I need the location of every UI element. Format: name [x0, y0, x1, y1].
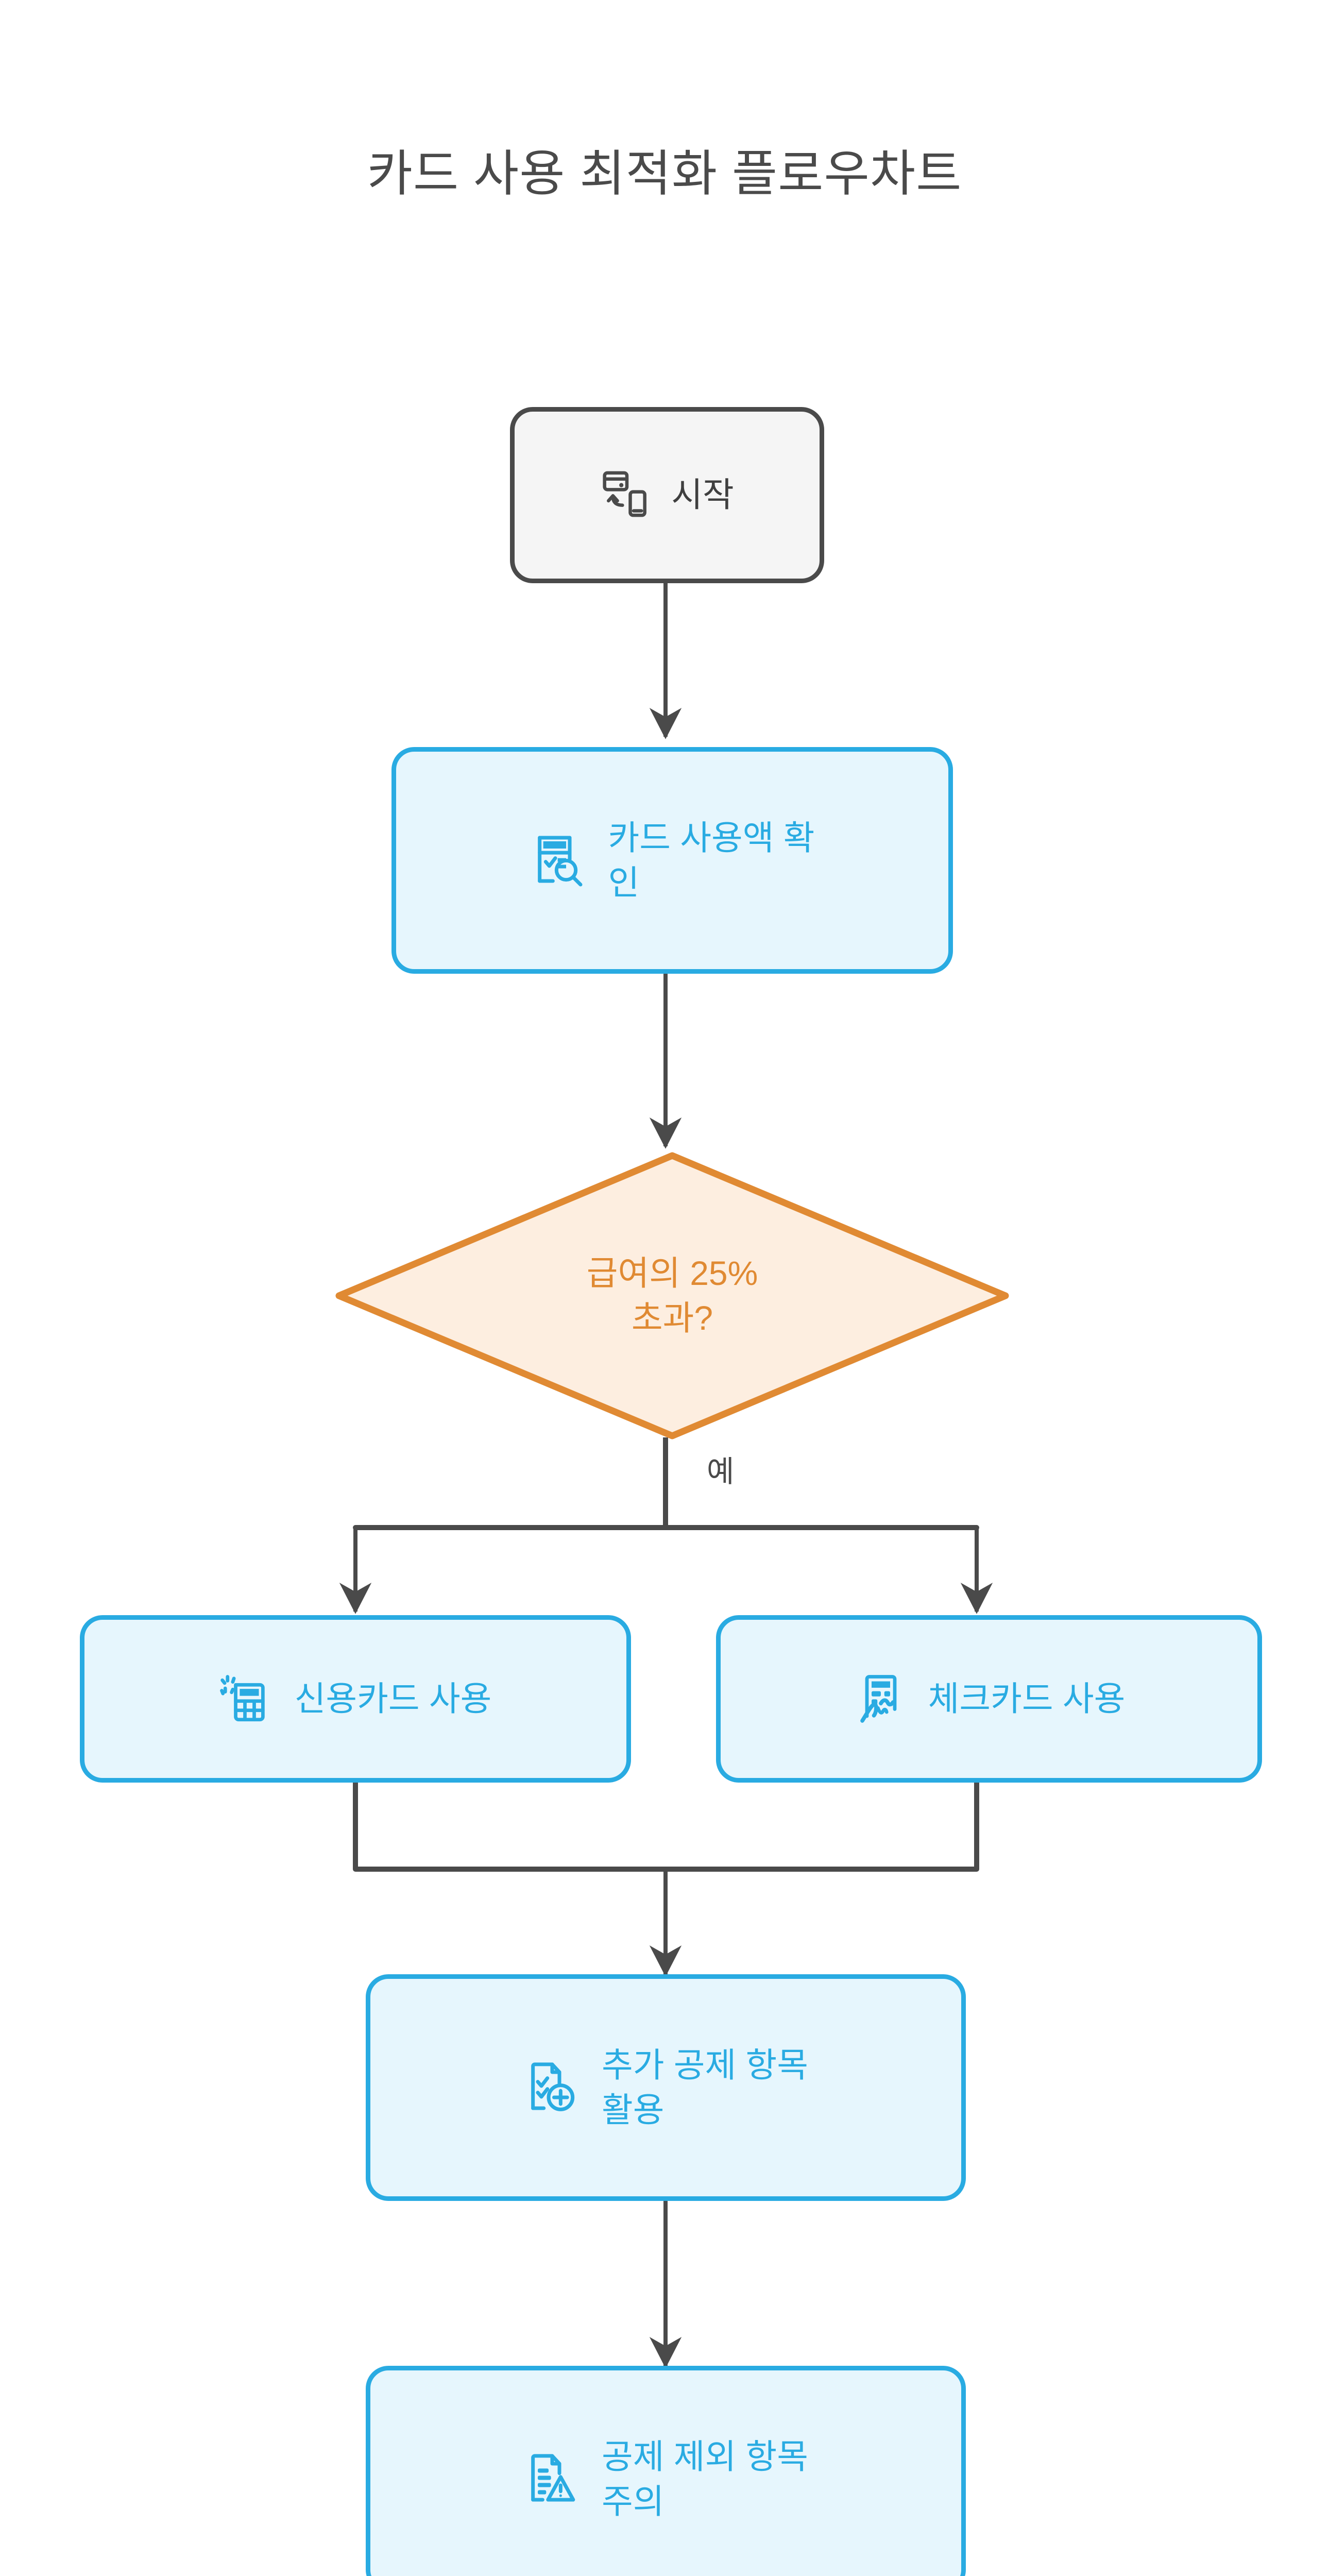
node-extra-deduction[interactable]: 추가 공제 항목 활용: [366, 1974, 966, 2201]
document-warning-icon: [523, 2449, 581, 2510]
node-check-card[interactable]: 체크카드 사용: [716, 1615, 1262, 1783]
card-to-phone-transfer-icon: [600, 467, 654, 523]
node-credit-card[interactable]: 신용카드 사용: [80, 1615, 631, 1783]
node-check-usage-label: 카드 사용액 확 인: [608, 818, 815, 902]
checklist-plus-icon: [523, 2058, 581, 2118]
edge-label-decision-yes: 예: [707, 1455, 735, 1488]
node-excluded-items-label: 공제 제외 항목 주의: [602, 2437, 808, 2520]
receipt-signature-icon: [853, 1670, 909, 1728]
node-decision[interactable]: 급여의 25% 초과?: [335, 1151, 1010, 1440]
calculator-sparkle-icon: [219, 1670, 275, 1728]
node-extra-deduction-label: 추가 공제 항목 활용: [602, 2045, 808, 2129]
receipt-search-icon: [530, 831, 588, 891]
page-title: 카드 사용 최적화 플로우차트: [367, 146, 962, 201]
node-check-usage[interactable]: 카드 사용액 확 인: [391, 747, 953, 974]
decision-diamond-shape: [335, 1152, 1009, 1439]
node-credit-card-label: 신용카드 사용: [294, 1679, 492, 1718]
node-decision-label: 급여의 25% 초과?: [586, 1253, 758, 1337]
node-excluded-items[interactable]: 공제 제외 항목 주의: [366, 2366, 966, 2576]
node-check-card-label: 체크카드 사용: [928, 1679, 1126, 1718]
node-start[interactable]: 시작: [510, 407, 824, 583]
node-start-label: 시작: [671, 476, 734, 514]
